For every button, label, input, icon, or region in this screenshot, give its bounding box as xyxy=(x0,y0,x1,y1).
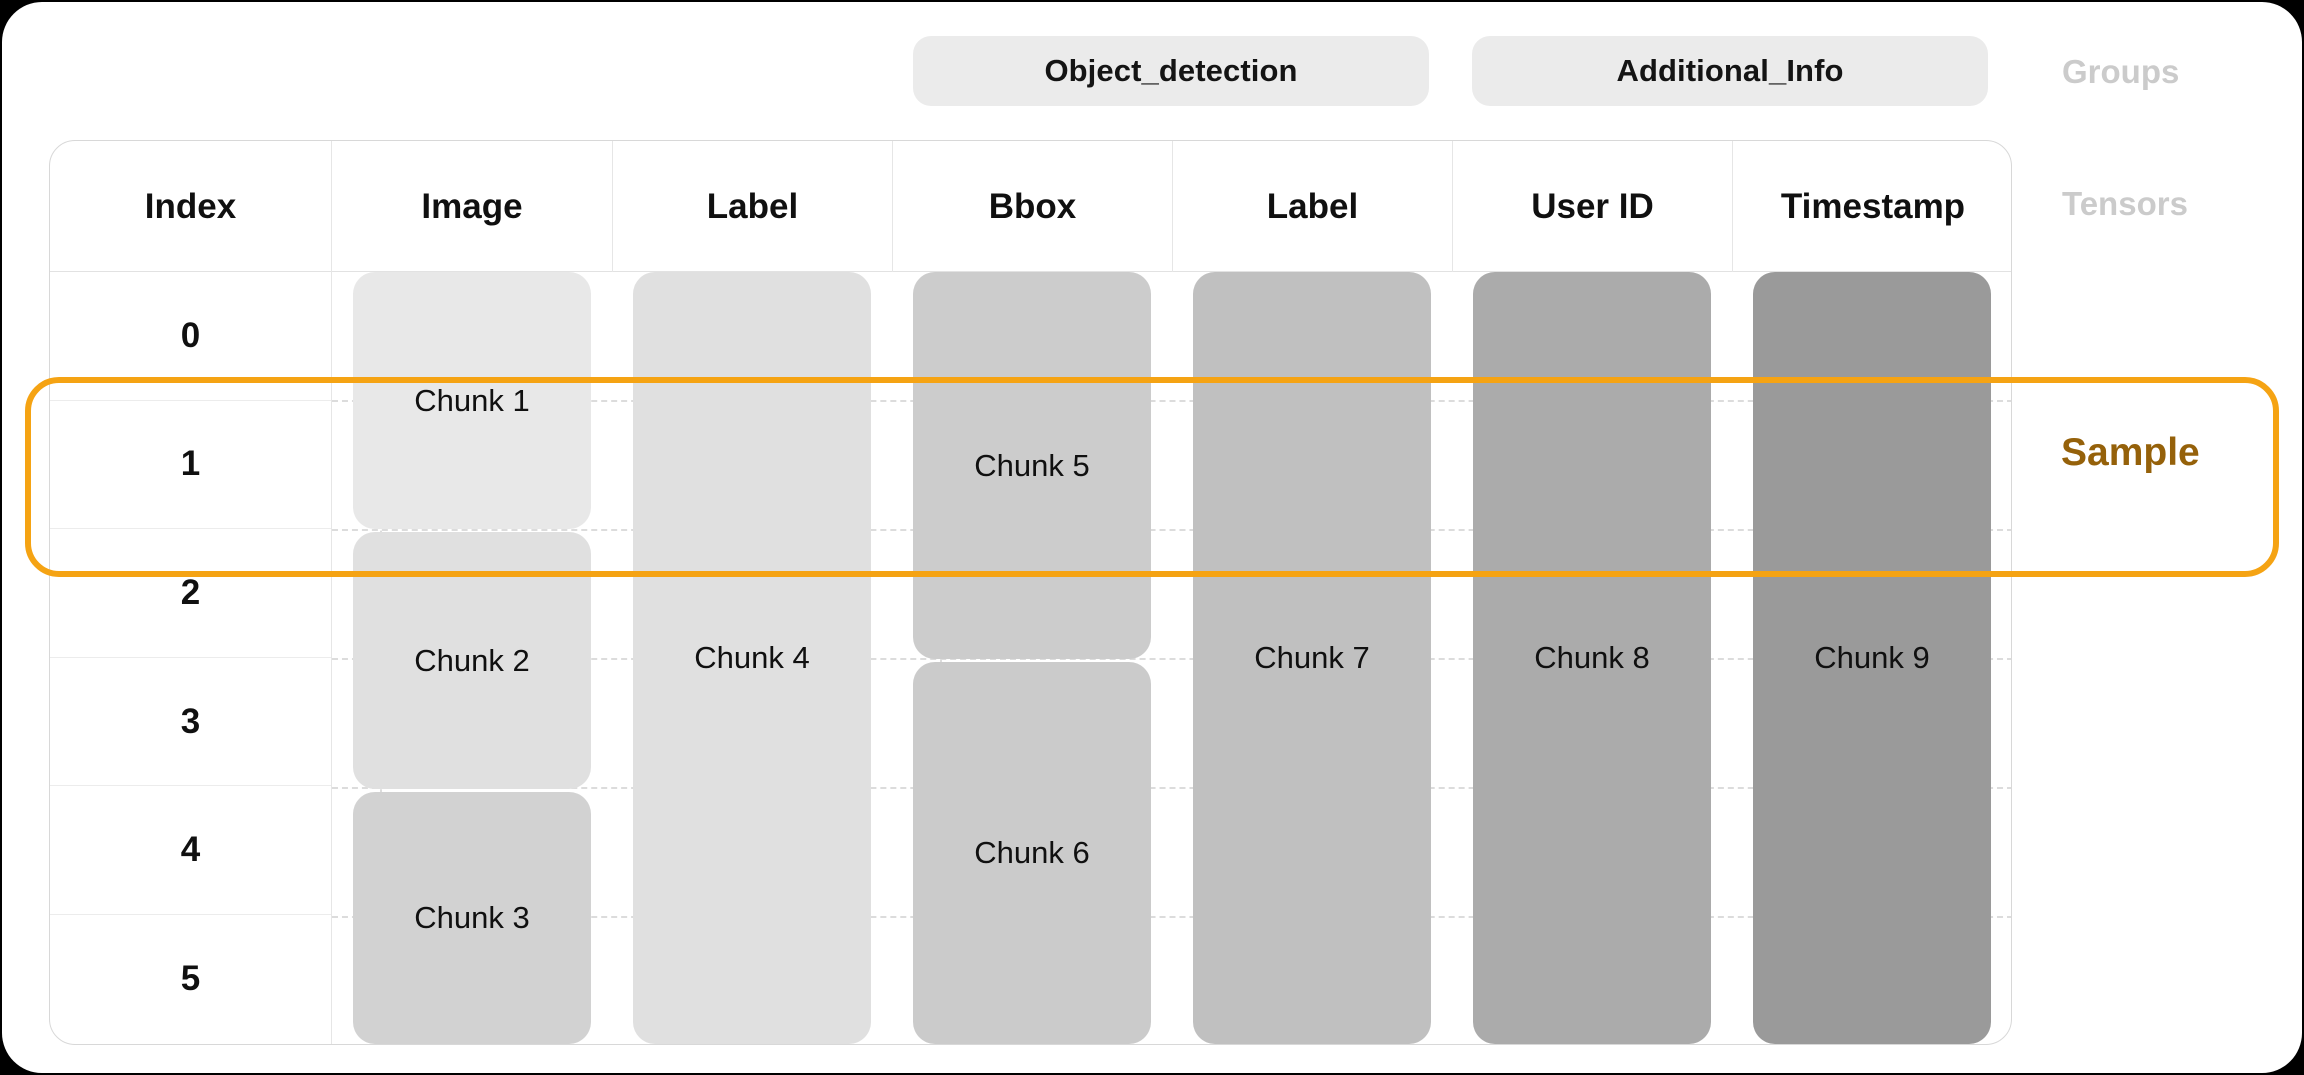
chunk-label: Chunk 4 xyxy=(694,640,810,675)
table-header-timestamp: Timestamp xyxy=(1733,141,2011,272)
chunk-label: Chunk 8 xyxy=(1534,640,1650,675)
table-header-user-id: User ID xyxy=(1453,141,1733,272)
chunk-column-image: Chunk 1 Chunk 2 Chunk 3 xyxy=(332,272,612,1044)
chunk-block[interactable]: Chunk 6 xyxy=(913,662,1151,1044)
chunk-block[interactable]: Chunk 9 xyxy=(1753,272,1991,1044)
index-value: 4 xyxy=(180,830,201,870)
header-label: User ID xyxy=(1531,186,1654,226)
chunk-label: Chunk 6 xyxy=(974,835,1090,870)
table-header-label-a: Label xyxy=(613,141,893,272)
sample-label: Sample xyxy=(2061,431,2200,474)
chunk-label: Chunk 7 xyxy=(1254,640,1370,675)
chunk-column-label-a: Chunk 4 xyxy=(612,272,892,1044)
group-pill-label: Additional_Info xyxy=(1616,53,1844,88)
chunk-column-label-b: Chunk 7 xyxy=(1172,272,1452,1044)
header-label: Label xyxy=(706,186,799,226)
table-header-index: Index xyxy=(50,141,332,272)
header-label: Image xyxy=(421,186,523,226)
chunk-block[interactable]: Chunk 2 xyxy=(353,532,591,789)
chunk-block[interactable]: Chunk 3 xyxy=(353,792,591,1044)
index-value: 5 xyxy=(180,959,201,999)
chunk-block[interactable]: Chunk 8 xyxy=(1473,272,1711,1044)
table-header-label-b: Label xyxy=(1173,141,1453,272)
chunk-block[interactable]: Chunk 1 xyxy=(353,272,591,529)
table-row: 5 xyxy=(50,915,331,1044)
table-header-bbox: Bbox xyxy=(893,141,1173,272)
chunk-block[interactable]: Chunk 7 xyxy=(1193,272,1431,1044)
chunk-block[interactable]: Chunk 5 xyxy=(913,272,1151,659)
index-value: 2 xyxy=(180,572,201,612)
index-value: 0 xyxy=(180,315,201,355)
group-pill-object-detection[interactable]: Object_detection xyxy=(913,36,1429,106)
table-row: 4 xyxy=(50,786,331,915)
chunk-block[interactable]: Chunk 4 xyxy=(633,272,871,1044)
chunk-label: Chunk 9 xyxy=(1814,640,1930,675)
header-label: Bbox xyxy=(988,186,1077,226)
header-label: Label xyxy=(1266,186,1359,226)
table-header-image: Image xyxy=(332,141,613,272)
chunk-label: Chunk 3 xyxy=(414,900,530,935)
table-body: 0 1 2 3 4 5 xyxy=(50,272,2011,1044)
index-value: 3 xyxy=(180,701,201,741)
table-row: 0 xyxy=(50,272,331,401)
chunk-column-bbox: Chunk 5 Chunk 6 xyxy=(892,272,1172,1044)
table-row: 2 xyxy=(50,529,331,658)
chunk-label: Chunk 1 xyxy=(414,382,530,418)
group-pill-additional-info[interactable]: Additional_Info xyxy=(1472,36,1988,106)
rail-label-groups: Groups xyxy=(2062,53,2180,90)
tensors-table-card: Index Image Label Bbox Label User ID Tim… xyxy=(49,140,2012,1045)
groups-row: Object_detection Additional_Info xyxy=(0,36,2300,106)
table-row: 1 xyxy=(50,401,331,530)
chunk-column-user-id: Chunk 8 xyxy=(1452,272,1732,1044)
chunk-grid: Chunk 1 Chunk 2 Chunk 3 Chunk 4 Chunk 5 … xyxy=(332,272,2011,1044)
index-value: 1 xyxy=(180,444,201,484)
table-row: 3 xyxy=(50,658,331,787)
header-label: Timestamp xyxy=(1780,186,1966,226)
chunk-label: Chunk 2 xyxy=(414,642,530,678)
header-label: Index xyxy=(144,186,237,226)
index-column: 0 1 2 3 4 5 xyxy=(50,272,332,1044)
chunk-label: Chunk 5 xyxy=(974,447,1090,483)
group-pill-label: Object_detection xyxy=(1044,53,1298,88)
rail-label-tensors: Tensors xyxy=(2062,185,2188,222)
table-header-row: Index Image Label Bbox Label User ID Tim… xyxy=(50,141,2011,272)
chunk-column-timestamp: Chunk 9 xyxy=(1732,272,2011,1044)
